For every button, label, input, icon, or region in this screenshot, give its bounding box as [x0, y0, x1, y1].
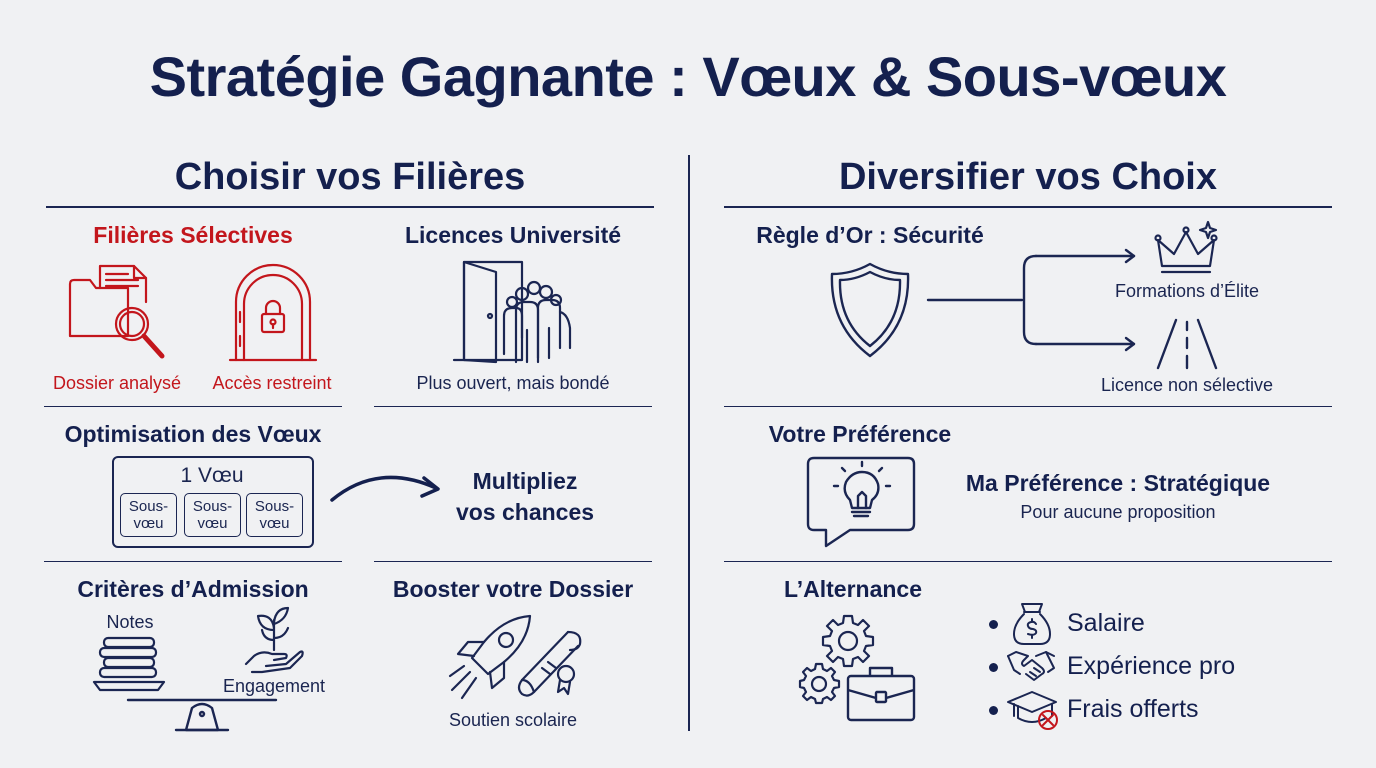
- criteres-title: Critères d’Admission: [77, 576, 309, 602]
- alternance-title: L’Alternance: [783, 576, 923, 602]
- road-icon: [1156, 318, 1218, 370]
- page-title: Stratégie Gagnante : Vœux & Sous-vœux: [149, 45, 1227, 108]
- preference-main: Ma Préférence : Stratégique: [965, 470, 1271, 496]
- right-heading: Diversifier vos Choix: [838, 156, 1218, 198]
- selective-caption-acces: Accès restreint: [212, 373, 332, 393]
- left-heading: Choisir vos Filières: [174, 156, 526, 198]
- preference-rule: [724, 561, 1332, 562]
- bullet-dot: [989, 663, 998, 672]
- bullet-dot: [989, 620, 998, 629]
- criteres-notes: Notes: [106, 612, 154, 632]
- sous-voeu-3: Sous- vœu: [246, 493, 303, 537]
- selective-title: Filières Sélectives: [93, 222, 293, 248]
- optim-rule-left: [44, 561, 342, 562]
- sous-voeu-2: Sous- vœu: [184, 493, 241, 537]
- selective-rule: [44, 406, 342, 407]
- bullet-dot: [989, 706, 998, 715]
- regle-rule: [724, 406, 1332, 407]
- optim-title: Optimisation des Vœux: [64, 421, 322, 447]
- multiply-line-1: Multipliez: [472, 468, 578, 494]
- rocket-icon: [448, 614, 532, 700]
- booster-caption: Soutien scolaire: [448, 710, 578, 730]
- lightbulb-speech-icon: [806, 456, 916, 548]
- right-heading-rule: [724, 206, 1332, 208]
- regle-elite: Formations d’Élite: [1114, 281, 1260, 301]
- gears-icon: [798, 614, 875, 705]
- briefcase-icon: [846, 666, 916, 722]
- graduation-cap-icon: [1007, 691, 1058, 730]
- arrow-curve-icon: [330, 475, 440, 502]
- plant-hand-icon: [244, 606, 304, 674]
- left-heading-rule: [46, 206, 654, 208]
- regle-licence: Licence non sélective: [1100, 375, 1274, 395]
- alternance-item-2: Expérience pro: [1067, 652, 1236, 680]
- optim-rule-right: [374, 561, 652, 562]
- criteres-engagement: Engagement: [222, 676, 326, 696]
- selective-caption-dossier: Dossier analysé: [52, 373, 182, 393]
- preference-title: Votre Préférence: [768, 421, 952, 447]
- preference-sub: Pour aucune proposition: [1020, 502, 1216, 522]
- voeu-box-label: 1 Vœu: [180, 464, 244, 487]
- books-stack-icon: [92, 636, 166, 692]
- sous-voeu-1: Sous- vœu: [120, 493, 177, 537]
- alternance-item-3: Frais offerts: [1067, 695, 1199, 723]
- licences-rule: [374, 406, 652, 407]
- split-arrows: [926, 248, 1136, 352]
- multiply-line-2: vos chances: [455, 499, 595, 525]
- folder-magnifier-icon: [68, 264, 165, 359]
- diploma-icon: [517, 630, 582, 697]
- alternance-item-1: Salaire: [1067, 609, 1145, 637]
- licences-title: Licences Université: [404, 222, 622, 248]
- booster-title: Booster votre Dossier: [392, 576, 634, 602]
- money-bag-icon: [1013, 603, 1051, 645]
- regle-title: Règle d’Or : Sécurité: [756, 222, 984, 248]
- center-divider: [688, 155, 690, 731]
- handshake-icon: [1007, 651, 1055, 681]
- open-door-crowd-icon: [452, 260, 572, 364]
- shield-icon: [830, 262, 910, 358]
- balance-scale-icon: [126, 698, 278, 732]
- licences-caption: Plus ouvert, mais bondé: [416, 373, 610, 393]
- locked-arch-door-icon: [228, 263, 318, 362]
- crown-icon: [1154, 220, 1218, 274]
